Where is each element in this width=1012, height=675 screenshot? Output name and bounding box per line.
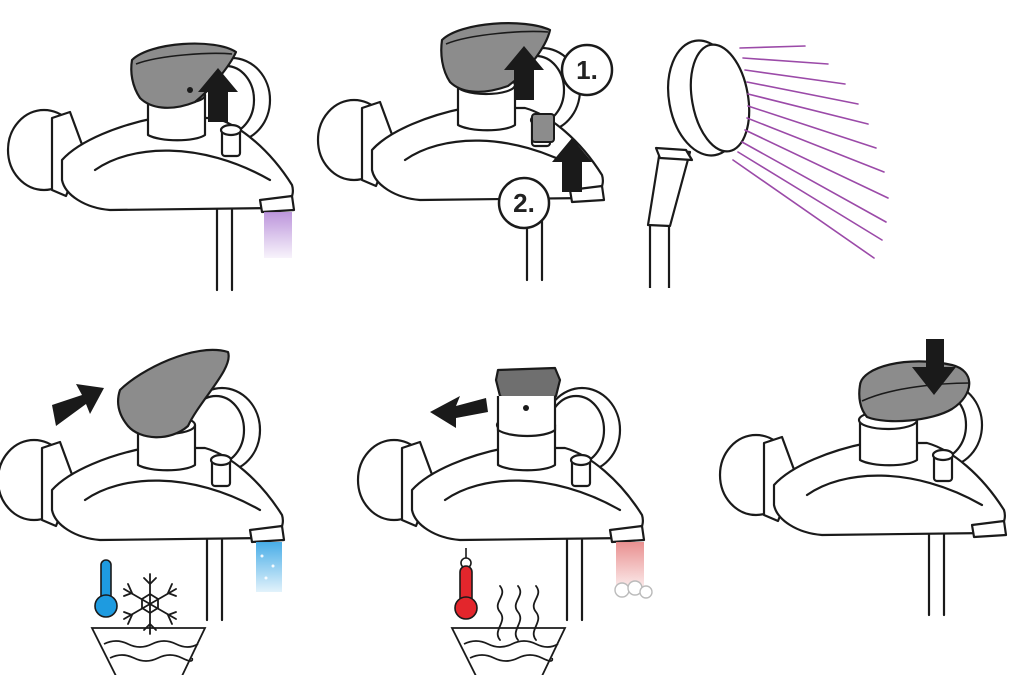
snowflake-icon	[124, 574, 176, 634]
faucet-diverter-two-step-icon	[318, 23, 604, 280]
svg-text:1.: 1.	[576, 55, 598, 85]
thermometer-hot-icon	[455, 548, 477, 619]
shower-spray-lines	[733, 46, 888, 258]
svg-text:2.: 2.	[513, 188, 535, 218]
faucet-open-lever-up-icon	[8, 44, 294, 290]
hot-water-stream	[616, 542, 644, 586]
steam-icon	[498, 586, 539, 640]
cold-water-stream	[256, 542, 282, 592]
faucet-closed-icon	[720, 339, 1006, 615]
arrow-left-icon	[430, 396, 488, 428]
hand-shower-spray-icon	[648, 35, 757, 288]
step-1-badge: 1.	[562, 45, 612, 95]
water-basin-icon	[92, 628, 205, 675]
arrow-right-icon	[52, 384, 104, 426]
step-2-badge: 2.	[499, 178, 549, 228]
thermometer-cold-icon	[95, 560, 117, 617]
mixed-water-stream	[264, 212, 292, 258]
faucet-hot-icon	[358, 368, 652, 620]
faucet-cold-icon	[0, 350, 284, 620]
water-basin-icon	[452, 628, 565, 675]
